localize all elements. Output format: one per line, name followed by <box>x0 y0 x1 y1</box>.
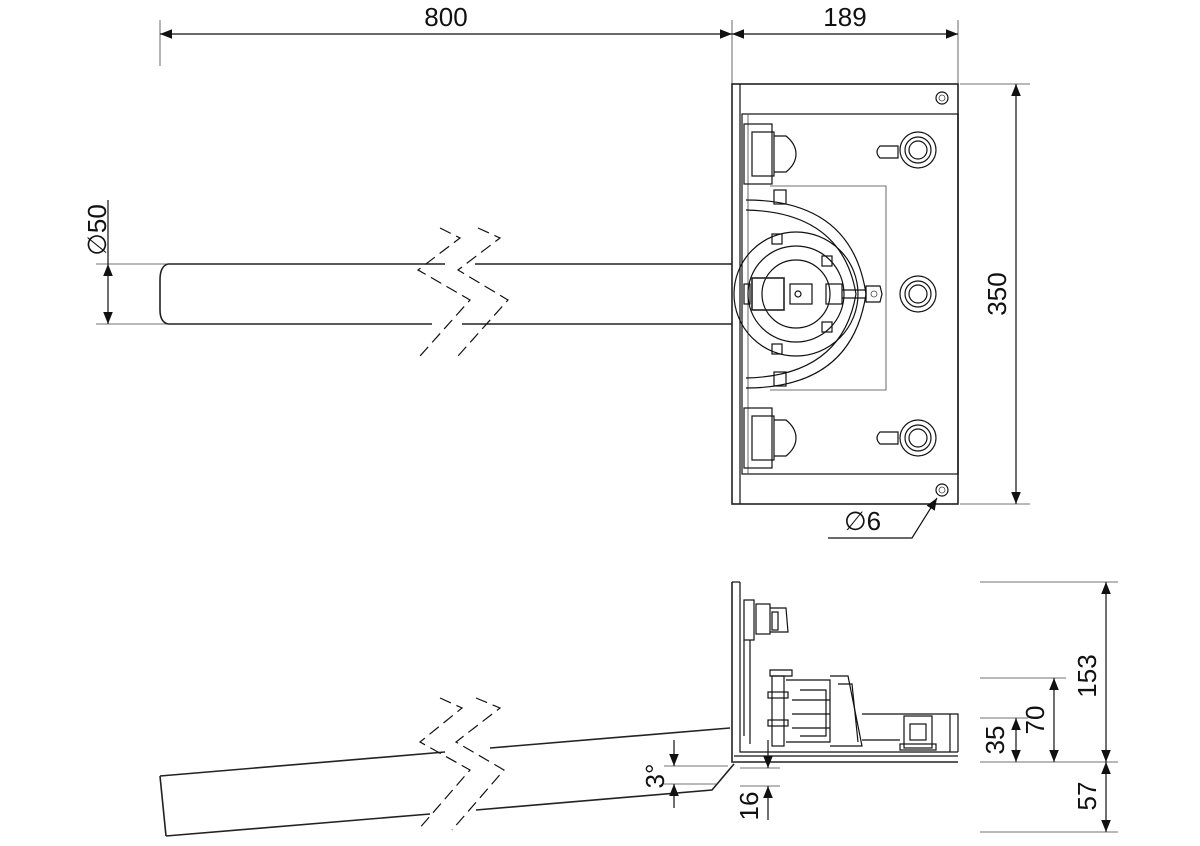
dimension-16: 16 <box>734 740 780 820</box>
dimension-189-label: 189 <box>823 2 866 32</box>
dimension-16-label: 16 <box>734 792 764 821</box>
dimension-diameter-6: ∅6 <box>828 497 938 539</box>
svg-text:∅50: ∅50 <box>82 204 112 256</box>
clamp-lower-icon <box>743 407 797 469</box>
svg-text:∅6: ∅6 <box>844 506 881 536</box>
dimension-35-label: 35 <box>980 726 1010 755</box>
dimension-50-label: 50 <box>82 204 112 233</box>
dimension-800: 800 <box>160 2 732 39</box>
dimension-57: 57 <box>980 762 1118 833</box>
dimension-70-label: 70 <box>1020 706 1050 735</box>
dimension-350: 350 <box>960 83 1030 505</box>
rod-top <box>159 227 732 357</box>
dimension-35: 35 <box>980 717 1028 762</box>
housing-top <box>731 83 959 505</box>
dimension-189: 189 <box>732 2 958 39</box>
diameter-symbol: ∅ <box>82 233 112 256</box>
rotary-mechanism-icon <box>733 189 883 389</box>
mounting-hole-icon <box>935 483 949 497</box>
clamp-upper-icon <box>743 123 797 185</box>
diameter-symbol: ∅ <box>844 506 867 536</box>
bolt-mid-right-icon <box>899 275 937 313</box>
dimension-angle-label: 3° <box>640 764 670 789</box>
top-view: 800 189 350 ∅50 <box>82 2 1030 539</box>
side-view: 153 70 35 57 3° <box>159 581 1118 837</box>
bolt-top-right-icon <box>876 131 937 169</box>
dimension-153-label: 153 <box>1072 654 1102 697</box>
dimension-800-label: 800 <box>424 2 467 32</box>
dimension-350-label: 350 <box>982 272 1012 315</box>
mounting-hole-icon <box>935 91 949 105</box>
dimension-153: 153 <box>980 581 1118 763</box>
dimension-70: 70 <box>980 677 1066 762</box>
dimension-diameter-50: ∅50 <box>82 200 168 325</box>
bolt-bottom-right-icon <box>876 419 937 457</box>
dimension-57-label: 57 <box>1072 782 1102 811</box>
dimension-6-label: 6 <box>867 506 881 536</box>
housing-side <box>731 581 959 763</box>
rod-side <box>159 697 735 837</box>
dimension-angle-3: 3° <box>640 740 728 808</box>
